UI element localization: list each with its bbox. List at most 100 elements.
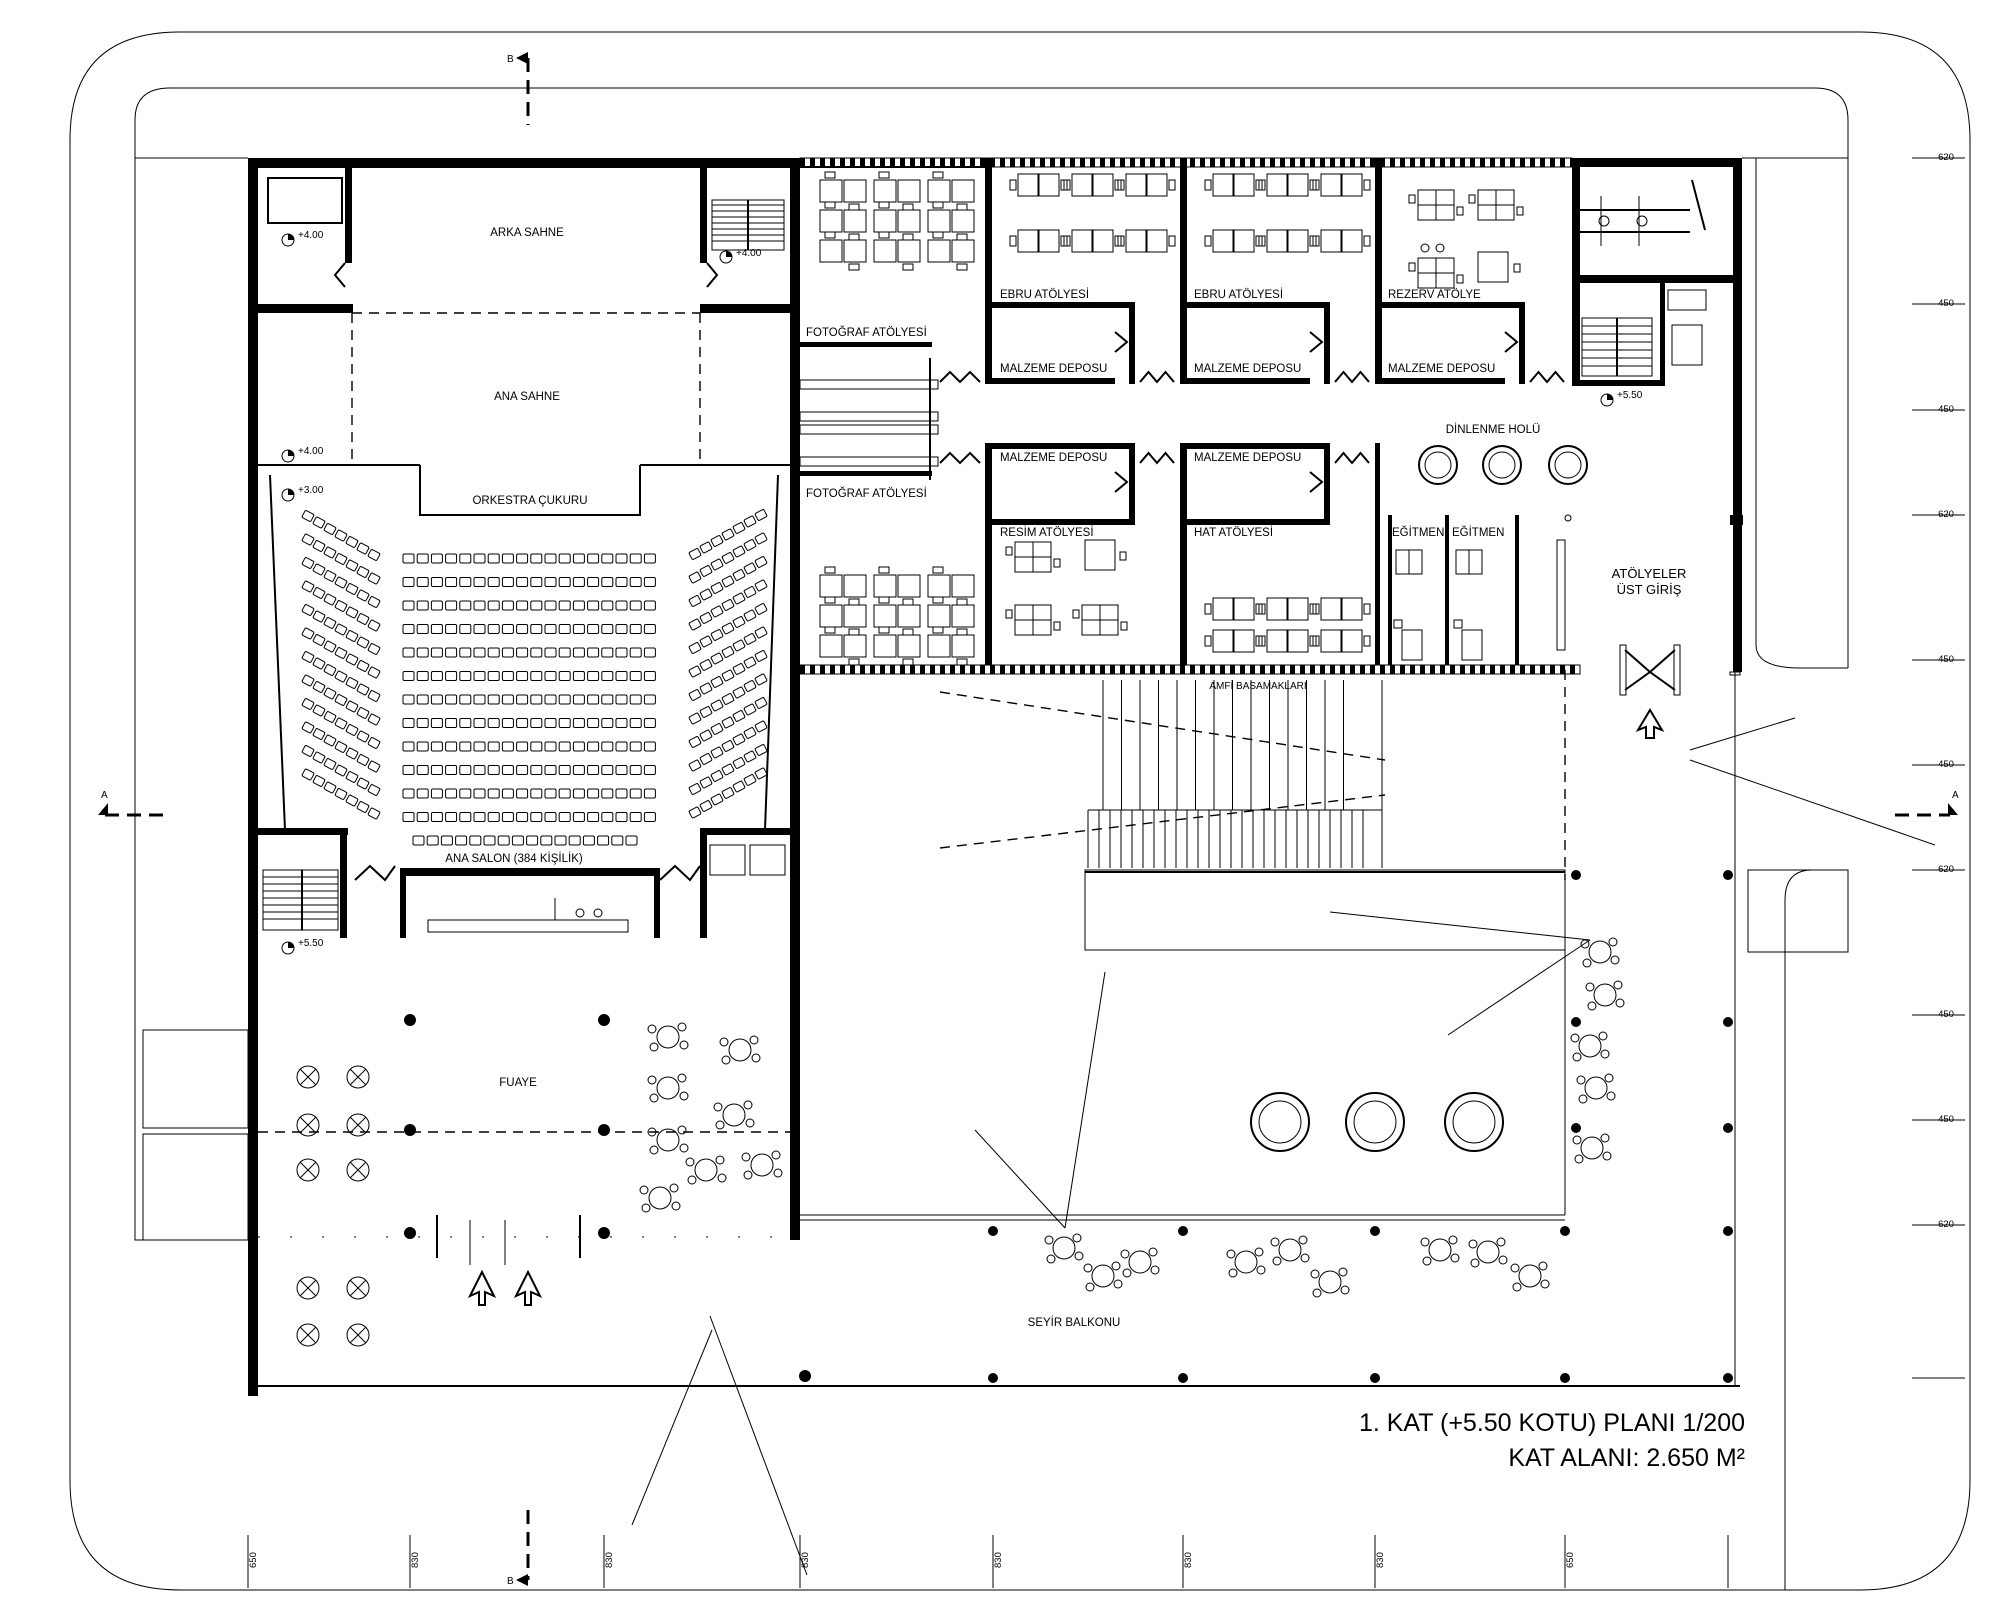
door-icon xyxy=(1139,370,1175,384)
seat xyxy=(301,627,315,640)
seat xyxy=(558,577,571,587)
column xyxy=(1571,1017,1581,1027)
workshop-stair xyxy=(1581,317,1653,377)
seat xyxy=(732,592,746,605)
seat xyxy=(312,516,326,529)
seat xyxy=(473,624,486,634)
seat xyxy=(323,523,337,535)
cafe-table xyxy=(656,1076,680,1100)
seat xyxy=(334,741,348,753)
room-label-amfi: AMFİ BASAMAKLARI xyxy=(1209,679,1306,692)
seat xyxy=(615,577,628,587)
cafe-table xyxy=(1128,1250,1152,1274)
seat xyxy=(473,718,486,728)
seat xyxy=(615,671,628,681)
seat xyxy=(511,835,524,846)
table xyxy=(1084,539,1116,571)
seat xyxy=(699,635,713,648)
seat xyxy=(554,835,567,846)
level-marker: +5.50 xyxy=(281,938,324,955)
seat xyxy=(312,775,326,787)
seat xyxy=(312,563,326,576)
seat xyxy=(356,707,370,719)
seat xyxy=(367,784,381,796)
table xyxy=(1212,173,1234,197)
seat xyxy=(473,671,486,681)
seat xyxy=(629,624,642,634)
seat xyxy=(483,835,496,846)
seat xyxy=(312,610,326,623)
seat xyxy=(473,553,486,564)
column xyxy=(799,1370,811,1382)
seat xyxy=(643,741,656,752)
seat xyxy=(445,577,458,587)
seat xyxy=(710,535,724,547)
seat xyxy=(345,559,359,572)
photo-corridor xyxy=(799,342,939,480)
column xyxy=(1723,1226,1733,1236)
seat xyxy=(445,694,458,705)
seat xyxy=(743,539,757,551)
seat xyxy=(587,600,600,611)
table xyxy=(1071,229,1093,253)
seat xyxy=(402,624,415,634)
seat xyxy=(601,765,614,775)
foyer-stair xyxy=(262,869,339,931)
seat xyxy=(643,812,656,822)
seat xyxy=(455,835,468,846)
column xyxy=(1370,1226,1380,1236)
seat xyxy=(473,741,486,752)
room-label-orkestra: ORKESTRA ÇUKURU xyxy=(472,495,587,507)
lounge-tables xyxy=(1418,445,1588,485)
seat-cross-icon xyxy=(296,1276,320,1300)
seat xyxy=(416,765,429,775)
seat xyxy=(301,721,315,734)
seat xyxy=(699,776,713,789)
room-label-ana-salon: ANA SALON (384 KİŞİLİK) xyxy=(445,852,583,865)
seat xyxy=(643,765,656,775)
seat xyxy=(312,751,326,764)
seat xyxy=(345,724,359,736)
seat xyxy=(356,754,370,766)
seat xyxy=(459,671,472,681)
table xyxy=(1320,597,1342,621)
seat xyxy=(440,835,453,846)
seat xyxy=(430,694,443,705)
seat xyxy=(572,553,585,564)
seat xyxy=(345,771,359,783)
seat xyxy=(530,647,543,658)
seat xyxy=(416,553,429,564)
seat xyxy=(587,624,600,634)
workshop-furniture xyxy=(819,171,1572,666)
seat xyxy=(334,600,348,612)
seat xyxy=(445,741,458,752)
seat xyxy=(516,788,529,799)
seat xyxy=(459,647,472,658)
seat xyxy=(487,577,500,587)
seat xyxy=(334,670,348,683)
cafe-table xyxy=(1052,1236,1076,1260)
svg-text:+4.00: +4.00 xyxy=(298,446,324,457)
dimension-label: 830 xyxy=(604,1552,615,1568)
seat xyxy=(530,718,543,728)
seat xyxy=(345,747,359,760)
entrance-door-icon xyxy=(1619,644,1681,739)
cafe-table xyxy=(1584,1076,1608,1100)
seat xyxy=(402,788,415,799)
seat xyxy=(516,647,529,658)
seat xyxy=(587,788,600,799)
seat xyxy=(459,694,472,705)
seat xyxy=(445,553,458,564)
seat xyxy=(530,788,543,799)
column xyxy=(404,1014,416,1026)
seat xyxy=(416,741,429,752)
column xyxy=(1723,1123,1733,1133)
table xyxy=(1017,173,1039,197)
seat xyxy=(473,600,486,611)
desk xyxy=(927,179,951,203)
door-icon xyxy=(333,262,346,288)
seat-cross-icon xyxy=(296,1158,320,1182)
seat xyxy=(629,600,642,611)
seat xyxy=(356,777,370,790)
door-icon xyxy=(1114,471,1129,493)
